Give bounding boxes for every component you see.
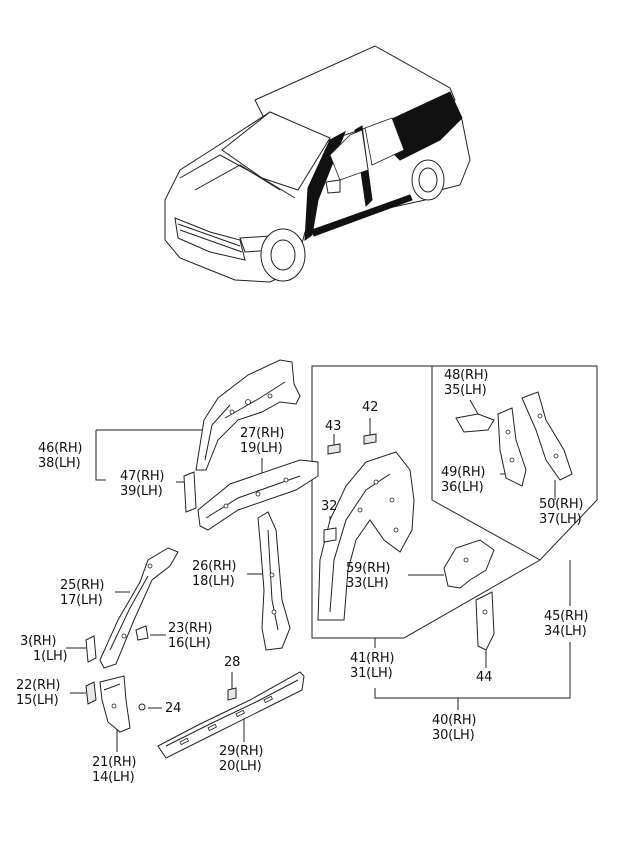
bracket-43 [327, 443, 341, 455]
callout-27-rh: 27(RH) [240, 426, 285, 441]
vehicle-illustration [164, 45, 471, 283]
callout-24: 24 [165, 701, 181, 716]
callout-49-rh: 49(RH) [441, 465, 486, 480]
callout-45-34: 45(RH) 34(LH) [544, 609, 588, 639]
callout-47-39: 47(RH) 39(LH) [120, 469, 164, 499]
callout-39-lh: 39(LH) [120, 484, 163, 499]
callout-35-lh: 35(LH) [444, 383, 487, 398]
callout-32-num: 32 [321, 499, 338, 514]
pillar-25 [99, 547, 179, 669]
clip-32 [323, 527, 337, 543]
callout-40-30: 40(RH) 30(LH) [432, 713, 476, 743]
callout-23-16: 23(RH) 16(LH) [168, 621, 212, 651]
callout-38-lh: 38(LH) [38, 456, 81, 471]
callout-21-rh: 21(RH) [92, 755, 137, 770]
inner-panel-frame [311, 365, 598, 639]
callout-41-31: 41(RH) 31(LH) [350, 651, 394, 681]
callout-49-36: 49(RH) 36(LH) [441, 465, 485, 495]
callout-14-lh: 14(LH) [92, 770, 135, 785]
callout-42: 42 [362, 400, 378, 415]
callout-25-rh: 25(RH) [60, 578, 105, 593]
panel-59 [443, 539, 495, 589]
panel-50 [521, 391, 573, 481]
callout-21-14: 21(RH) 14(LH) [92, 755, 136, 785]
callout-3-1: 3(RH) 1(LH) [20, 634, 68, 664]
callout-46-38: 46(RH) 38(LH) [38, 441, 82, 471]
rear-quarter-inner-upper-46 [195, 359, 301, 471]
callout-41-rh: 41(RH) [350, 651, 395, 666]
callout-22-15: 22(RH) 15(LH) [16, 678, 60, 708]
callout-29-20: 29(RH) 20(LH) [219, 744, 263, 774]
callout-42-num: 42 [362, 400, 379, 415]
panel-49 [497, 407, 527, 487]
callout-48-35: 48(RH) 35(LH) [444, 368, 488, 398]
callout-40-rh: 40(RH) [432, 713, 477, 728]
callout-15-lh: 15(LH) [16, 693, 59, 708]
callout-47-rh: 47(RH) [120, 469, 165, 484]
callout-16-lh: 16(LH) [168, 636, 211, 651]
leader-lines [66, 399, 571, 752]
bracket-3 [85, 635, 97, 663]
callout-26-18: 26(RH) 18(LH) [192, 559, 236, 589]
sill-29 [157, 671, 305, 759]
callout-43-num: 43 [325, 419, 342, 434]
callout-36-lh: 36(LH) [441, 480, 484, 495]
callout-50-37: 50(RH) 37(LH) [539, 497, 583, 527]
bracket-48 [455, 413, 495, 433]
callout-32: 32 [321, 499, 337, 514]
callout-22-rh: 22(RH) [16, 678, 61, 693]
callout-31-lh: 31(LH) [350, 666, 393, 681]
callout-25-17: 25(RH) 17(LH) [60, 578, 104, 608]
callout-19-lh: 19(LH) [240, 441, 283, 456]
callout-26-rh: 26(RH) [192, 559, 237, 574]
wheelhouse-inner-41 [317, 451, 415, 621]
pillar-26 [257, 511, 291, 651]
callout-28: 28 [224, 655, 240, 670]
clip-23 [135, 625, 149, 641]
callout-59-33: 59(RH) 33(LH) [346, 561, 390, 591]
callout-37-lh: 37(LH) [539, 512, 582, 527]
rail-27 [197, 459, 319, 531]
callout-46-rh: 46(RH) [38, 441, 83, 456]
panel-47 [183, 471, 197, 513]
bracket-22 [85, 681, 97, 705]
callout-44-num: 44 [476, 670, 493, 685]
callout-30-lh: 30(LH) [432, 728, 475, 743]
bracket-28 [227, 687, 237, 701]
callout-48-rh: 48(RH) [444, 368, 489, 383]
callout-28-num: 28 [224, 655, 241, 670]
callout-3-rh: 3(RH) [20, 634, 57, 649]
callout-43: 43 [325, 419, 341, 434]
callout-44: 44 [476, 670, 492, 685]
callout-18-lh: 18(LH) [192, 574, 235, 589]
callout-23-rh: 23(RH) [168, 621, 213, 636]
callout-59-rh: 59(RH) [346, 561, 391, 576]
callout-27-19: 27(RH) 19(LH) [240, 426, 284, 456]
callout-1-lh: 1(LH) [33, 649, 68, 664]
callout-45-rh: 45(RH) [544, 609, 589, 624]
callout-34-lh: 34(LH) [544, 624, 587, 639]
clip-24 [138, 703, 146, 711]
bracket-44 [475, 591, 495, 651]
callout-20-lh: 20(LH) [219, 759, 262, 774]
callout-29-rh: 29(RH) [219, 744, 264, 759]
callout-50-rh: 50(RH) [539, 497, 584, 512]
callout-24-num: 24 [165, 701, 182, 716]
bracket-42 [363, 433, 377, 445]
callout-33-lh: 33(LH) [346, 576, 389, 591]
callout-17-lh: 17(LH) [60, 593, 103, 608]
panel-21 [99, 675, 131, 733]
